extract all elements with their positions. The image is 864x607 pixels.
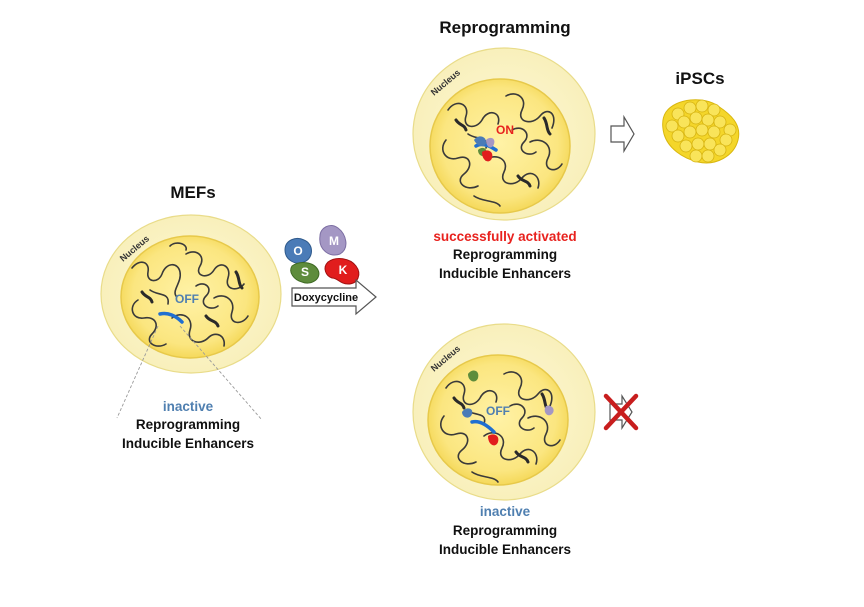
- success-caption-line2: Inducible Enhancers: [439, 266, 571, 281]
- failure-status-label: inactive: [480, 504, 531, 519]
- failure-nucleus: [427, 354, 569, 486]
- failure-sox2: [468, 370, 479, 382]
- zoom-line-left: [116, 325, 159, 419]
- klf4-factor: [324, 258, 360, 285]
- mef-caption-line2: Inducible Enhancers: [122, 436, 254, 451]
- sox2-factor: [290, 262, 320, 284]
- reprogramming-title: Reprogramming: [439, 18, 570, 37]
- success-status-label: successfully activated: [433, 229, 576, 244]
- mef-enhancer: [158, 311, 184, 324]
- failure-cell: Nucleus OFF: [412, 323, 596, 501]
- ipscs-title: iPSCs: [675, 69, 724, 88]
- success-on-label: ON: [496, 123, 514, 137]
- mef-off-label: OFF: [175, 292, 199, 306]
- success-oct4: [474, 136, 486, 147]
- failure-myc: [544, 405, 554, 416]
- failure-caption-line2: Inducible Enhancers: [439, 542, 571, 557]
- failure-off-label: OFF: [486, 404, 510, 418]
- ipsc-cells: [665, 99, 737, 163]
- failure-enhancer: [470, 419, 496, 434]
- failure-caption-line1: Reprogramming: [453, 523, 557, 538]
- doxycycline-label: Doxycycline: [294, 292, 358, 304]
- success-cell: Nucleus ON: [412, 47, 596, 221]
- cross-icon-stroke: [603, 393, 639, 431]
- blocked-arrow: [603, 393, 639, 431]
- oct4-factor: [284, 237, 312, 264]
- success-nucleus: [429, 78, 571, 214]
- ipsc-colony: [662, 99, 740, 164]
- success-caption-line1: Reprogramming: [453, 247, 557, 262]
- oskm-factors: O M S K: [284, 225, 360, 285]
- success-klf4: [482, 150, 493, 162]
- mef-status-label: inactive: [163, 399, 214, 414]
- to-ipsc-arrow: [610, 114, 635, 154]
- doxycycline-arrow: [291, 278, 377, 316]
- myc-label: M: [329, 234, 339, 248]
- success-myc: [486, 137, 495, 148]
- mef-chromatin: [131, 242, 249, 347]
- klf4-label: K: [339, 263, 348, 277]
- mef-caption-line1: Reprogramming: [136, 417, 240, 432]
- sox2-label: S: [301, 265, 309, 279]
- myc-factor: [319, 225, 347, 256]
- mefs-title: MEFs: [170, 183, 215, 202]
- success-enhancer: [474, 142, 498, 152]
- mef-cell: Nucleus OFF: [100, 214, 282, 421]
- zoom-line-right: [179, 325, 263, 421]
- failure-oct4: [462, 408, 473, 418]
- failure-klf4: [488, 434, 499, 446]
- oct4-label: O: [293, 244, 302, 258]
